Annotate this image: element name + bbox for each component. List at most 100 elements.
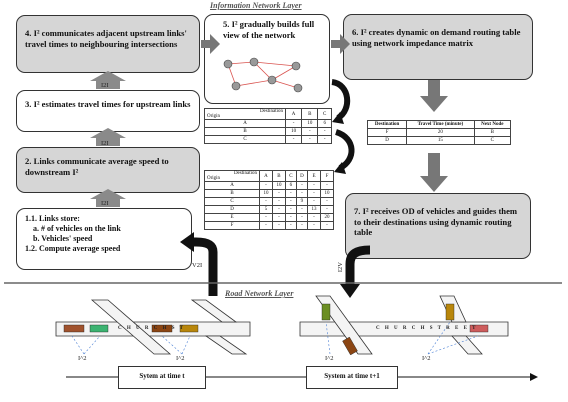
matrix-cell: 6 [317,119,332,128]
matrix-cell: - [259,181,273,190]
vehicle [321,303,331,321]
i2i-label-top: I2I [101,82,109,89]
matrix-col-header: F [319,170,335,182]
routing-col-header: Travel Time (minute) [406,120,475,129]
matrix-cell: - [301,127,319,136]
system-time-t-label: Sytem at time t [139,372,185,380]
step-6-text: 6. I² creates dynamic on demand routing … [352,27,521,48]
left-side-road [204,335,248,355]
matrix-cell: - [284,135,303,144]
i2i-label-mid: I2I [101,140,109,147]
step-2-text: 2. Links communicate average speed to do… [25,156,169,177]
i2-label: I^2 [78,355,87,362]
matrix-cell: - [271,213,286,222]
matrix-cell: - [295,205,309,214]
step-3-text: 3. I² estimates travel times for upstrea… [25,99,191,109]
impedance-matrix-large: Destination Origin A B C D E F A - 10 6 … [204,170,335,230]
matrix-cell: - [295,221,309,230]
matrix-corner: Destination Origin [204,170,260,182]
matrix-cell: - [271,197,286,206]
matrix-col-header: C [317,108,332,120]
matrix-row-header: B [204,189,260,198]
curve-arrow-to-large-matrix [334,129,355,171]
matrix-cell: 10 [271,181,286,190]
sensor-link [427,321,451,355]
i2i-label-bottom: I2I [101,200,109,207]
i2v-arrow-head [340,284,360,298]
step-1-box: 1.1. Links store: a. # of vehicles on th… [16,208,192,270]
routing-cell: 15 [406,136,475,145]
matrix-cell: - [301,135,319,144]
information-layer-title: Information Network Layer [210,1,302,10]
right-arrow-5-to-6 [331,34,350,54]
matrix-row-header: F [204,221,260,230]
down-arrow-routing-to-7 [420,153,448,192]
curve-arrow-head-2 [334,162,346,174]
routing-cell: 20 [406,128,475,137]
sensor-link [181,335,191,355]
right-arrow-4-to-5 [201,34,220,54]
routing-col-header: Destination [366,120,408,129]
curve-arrow-head-1 [332,112,344,124]
matrix-row-header: B [204,127,286,136]
matrix-cell: 10 [284,127,303,136]
matrix-cell: - [271,205,286,214]
step-1-line-4: 1.2. Compute average speed [25,244,121,253]
matrix-cell: - [319,181,335,190]
graph-edge [235,79,273,87]
graph-node [291,61,301,71]
matrix-cell: 9 [295,197,309,206]
step-1-line-1: 1.1. Links store: [25,214,80,223]
vehicle [342,336,358,356]
vehicle [179,324,199,333]
matrix-cell: - [317,127,332,136]
impedance-matrix-small: Destination Origin A B C A - 10 6 B 10 -… [204,108,332,144]
down-arrow-6-to-routing [420,80,448,112]
matrix-cell: 10 [259,189,273,198]
matrix-col-header: C [284,170,297,182]
matrix-cell: - [307,221,321,230]
graph-node [231,81,241,91]
matrix-header-destination: Destination [259,109,283,114]
system-time-t1-label: System at time t+1 [324,372,380,380]
sensor-link [83,335,101,355]
sensor-link [161,335,183,355]
graph-edge [253,61,297,67]
vehicle [89,324,109,333]
routing-cell: C [473,136,512,145]
matrix-cell: - [307,213,321,222]
vehicle [151,324,173,333]
matrix-col-header: B [301,108,319,120]
matrix-row-header: D [204,205,260,214]
matrix-cell: - [317,135,332,144]
routing-cell: D [366,136,408,145]
step-4-text: 4. I² communicates adjacent upstream lin… [25,28,187,49]
up-arrow-2-to-3 [90,128,126,146]
matrix-cell: - [319,197,335,206]
matrix-header-origin: Origin [207,114,221,119]
step-7-text: 7. I² receives OD of vehicles and guides… [354,206,518,238]
matrix-cell: - [307,197,321,206]
i2-label: I^2 [422,355,431,362]
matrix-header-origin: Origin [207,176,221,181]
matrix-cell: - [284,189,297,198]
matrix-col-header: E [307,170,321,182]
matrix-cell: 5 [259,205,273,214]
graph-edge [271,65,297,81]
matrix-cell: - [284,205,297,214]
matrix-cell: - [259,221,273,230]
system-time-t1-box: System at time t+1 [306,366,398,389]
street-label-right: C H U R C H S T R E E T [376,326,478,331]
right-side-road [451,335,483,355]
matrix-row-header: E [204,213,260,222]
i2-label: I^2 [325,355,334,362]
vehicle [63,324,85,333]
step-5-text: 5. I² gradually builds full view of the … [223,19,315,40]
i2v-arrow [345,245,371,286]
matrix-cell: - [284,221,297,230]
matrix-cell: 20 [319,213,335,222]
system-time-t-box: Sytem at time t [118,366,206,389]
matrix-cell: - [295,189,309,198]
i2-label: I^2 [176,355,185,362]
